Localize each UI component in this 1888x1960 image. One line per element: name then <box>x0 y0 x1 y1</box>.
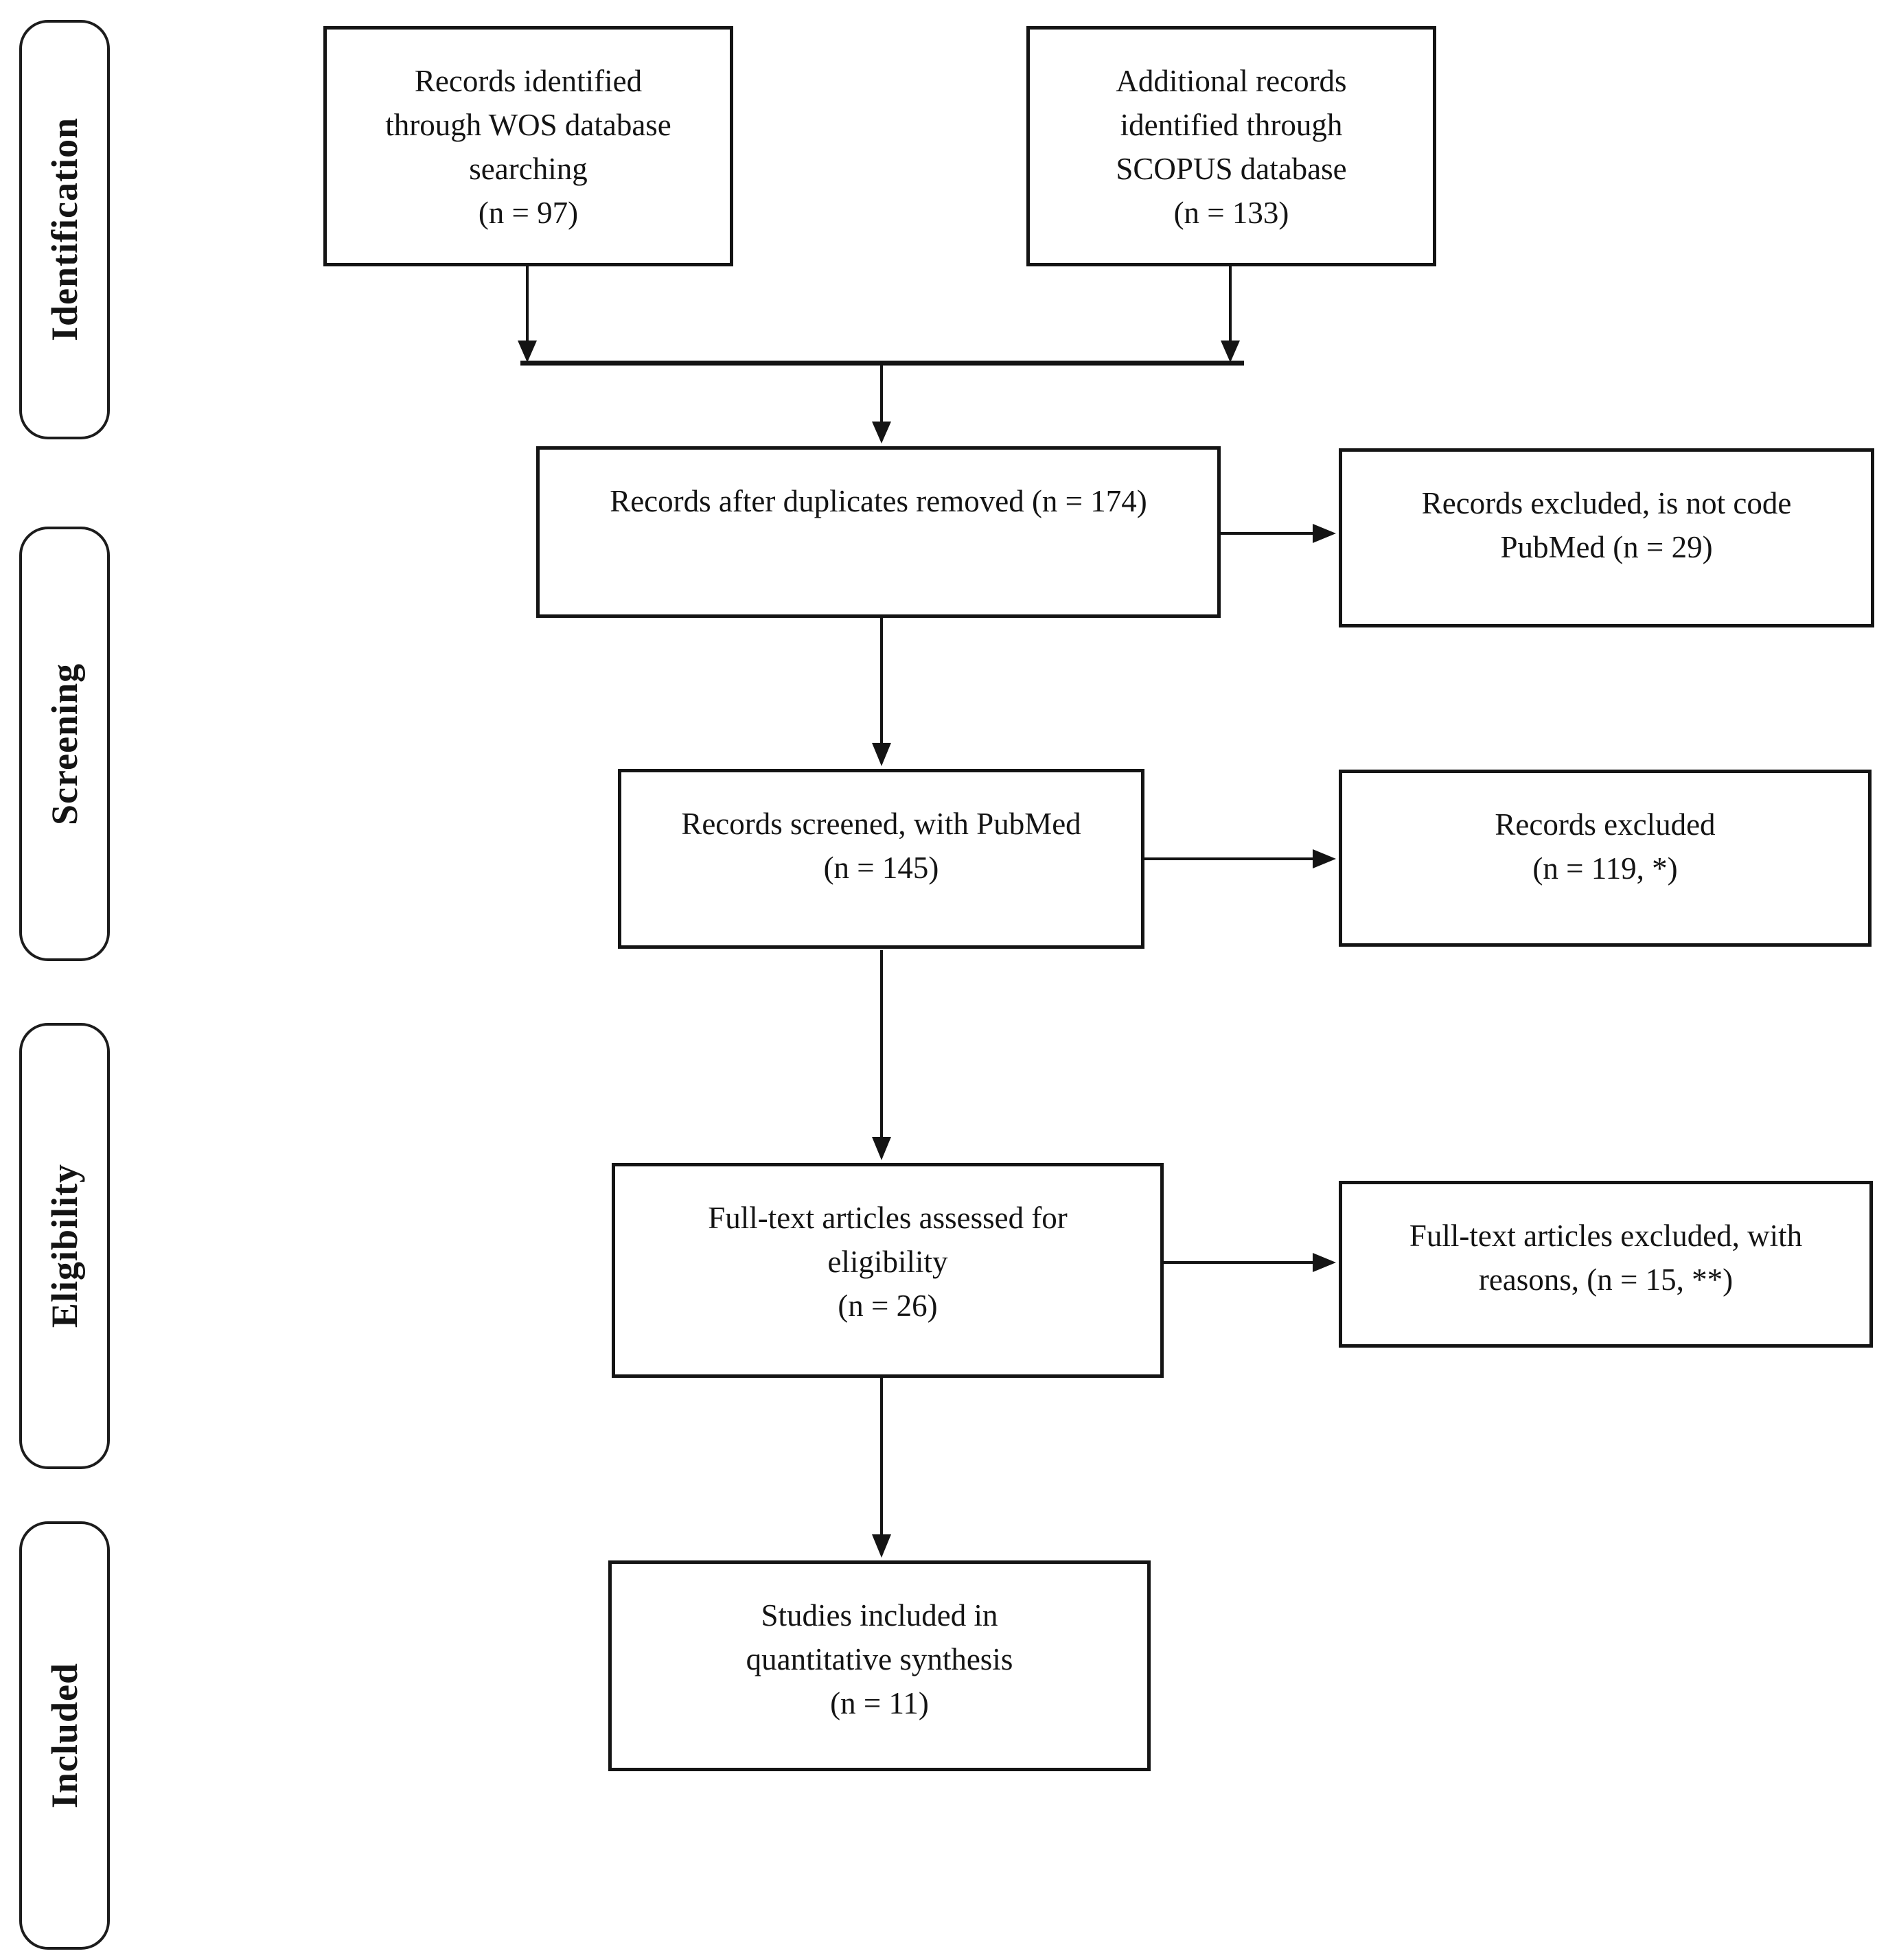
box-studies-included-text: Studies included in quantitative synthes… <box>746 1598 1013 1720</box>
box-additional-records-scopus-text: Additional records identified through SC… <box>1116 64 1347 230</box>
stage-label-eligibility-text: Eligibility <box>44 1164 85 1328</box>
arrow-fulltext-down-head <box>872 1534 891 1558</box>
box-records-excluded-not-pubmed-text: Records excluded, is not code PubMed (n … <box>1421 486 1792 564</box>
stage-label-identification: Identification <box>19 20 110 439</box>
box-records-excluded-not-pubmed: Records excluded, is not code PubMed (n … <box>1339 448 1874 627</box>
arrow-merge-down-head <box>872 422 891 443</box>
box-records-identified-wos: Records identified through WOS database … <box>323 26 733 266</box>
box-fulltext-assessed-text: Full-text articles assessed for eligibil… <box>708 1201 1068 1323</box>
arrow-fulltext-right-head <box>1313 1253 1336 1272</box>
box-records-screened-text: Records screened, with PubMed (n = 145) <box>681 807 1081 885</box>
stage-label-identification-text: Identification <box>44 117 85 342</box>
box-records-screened: Records screened, with PubMed (n = 145) <box>618 769 1144 949</box>
box-fulltext-excluded-text: Full-text articles excluded, with reason… <box>1409 1219 1803 1297</box>
arrow-wos-down-head <box>518 341 537 362</box>
stage-label-included-text: Included <box>44 1662 85 1809</box>
arrow-duplicates-down-head <box>872 743 891 766</box>
stage-label-included: Included <box>19 1521 110 1950</box>
box-records-after-duplicates-text: Records after duplicates removed (n = 17… <box>610 484 1147 518</box>
box-records-identified-wos-text: Records identified through WOS database … <box>385 64 671 230</box>
arrow-screened-down-head <box>872 1137 891 1160</box>
arrow-screened-right-head <box>1313 849 1336 868</box>
box-studies-included: Studies included in quantitative synthes… <box>608 1560 1151 1771</box>
box-records-after-duplicates: Records after duplicates removed (n = 17… <box>536 446 1221 618</box>
arrow-scopus-down-head <box>1221 341 1240 362</box>
box-additional-records-scopus: Additional records identified through SC… <box>1026 26 1436 266</box>
stage-label-eligibility: Eligibility <box>19 1023 110 1469</box>
box-fulltext-excluded: Full-text articles excluded, with reason… <box>1339 1181 1873 1348</box>
stage-label-screening: Screening <box>19 527 110 961</box>
box-fulltext-assessed: Full-text articles assessed for eligibil… <box>612 1163 1164 1378</box>
stage-label-screening-text: Screening <box>44 662 85 825</box>
box-records-excluded-screening-text: Records excluded (n = 119, *) <box>1495 807 1716 886</box>
arrow-duplicates-right-head <box>1313 524 1336 543</box>
box-records-excluded-screening: Records excluded (n = 119, *) <box>1339 770 1872 947</box>
